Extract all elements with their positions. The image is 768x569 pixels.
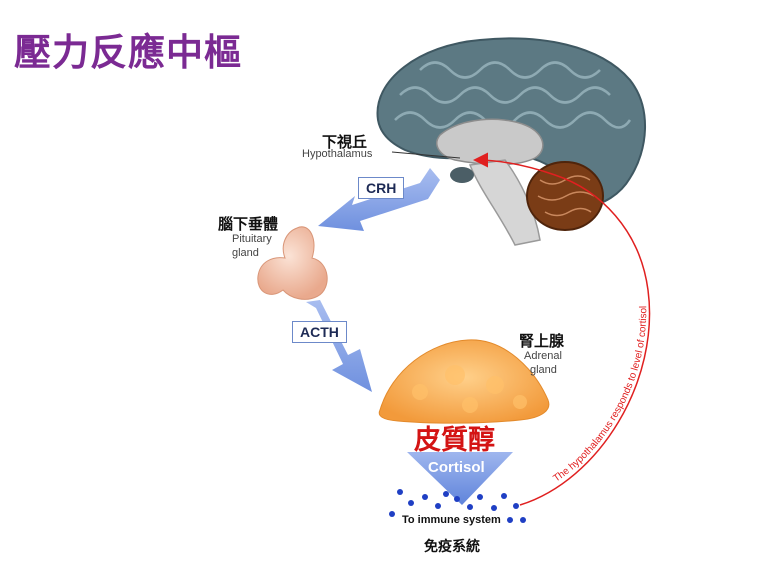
pituitary-gland [257,226,328,300]
adrenal-gland [378,339,550,424]
cortisol-arrow [407,452,513,505]
cortisol-dots [389,489,526,523]
cortisol-label-cn: 皮質醇 [414,425,495,456]
immune-label-en: To immune system [402,514,501,526]
feedback-label: The hypothalamus responds to level of co… [551,306,649,485]
pituitary-label-en-line1: Pituitary [232,233,272,245]
adrenal-label-en-line2: gland [530,364,557,376]
adrenal-label-cn: 腎上腺 [519,332,565,350]
hypothalamus-label-en: Hypothalamus [302,148,373,160]
crh-arrow [318,168,440,231]
page-title: 壓力反應中樞 [14,31,242,74]
pituitary-label-en-line2: gland [232,247,259,259]
feedback-loop-line [473,152,651,506]
pituitary-label-cn: 腦下垂體 [218,215,279,233]
acth-arrow [306,300,372,392]
brain-illustration [376,37,647,246]
adrenal-label-en-line1: Adrenal [524,350,562,362]
immune-label-cn: 免疫系統 [424,539,480,555]
acth-label: ACTH [292,321,347,343]
cortisol-label-en: Cortisol [428,459,485,476]
hypothalamus-label-cn: 下視丘 [322,133,368,151]
crh-label: CRH [358,177,405,199]
